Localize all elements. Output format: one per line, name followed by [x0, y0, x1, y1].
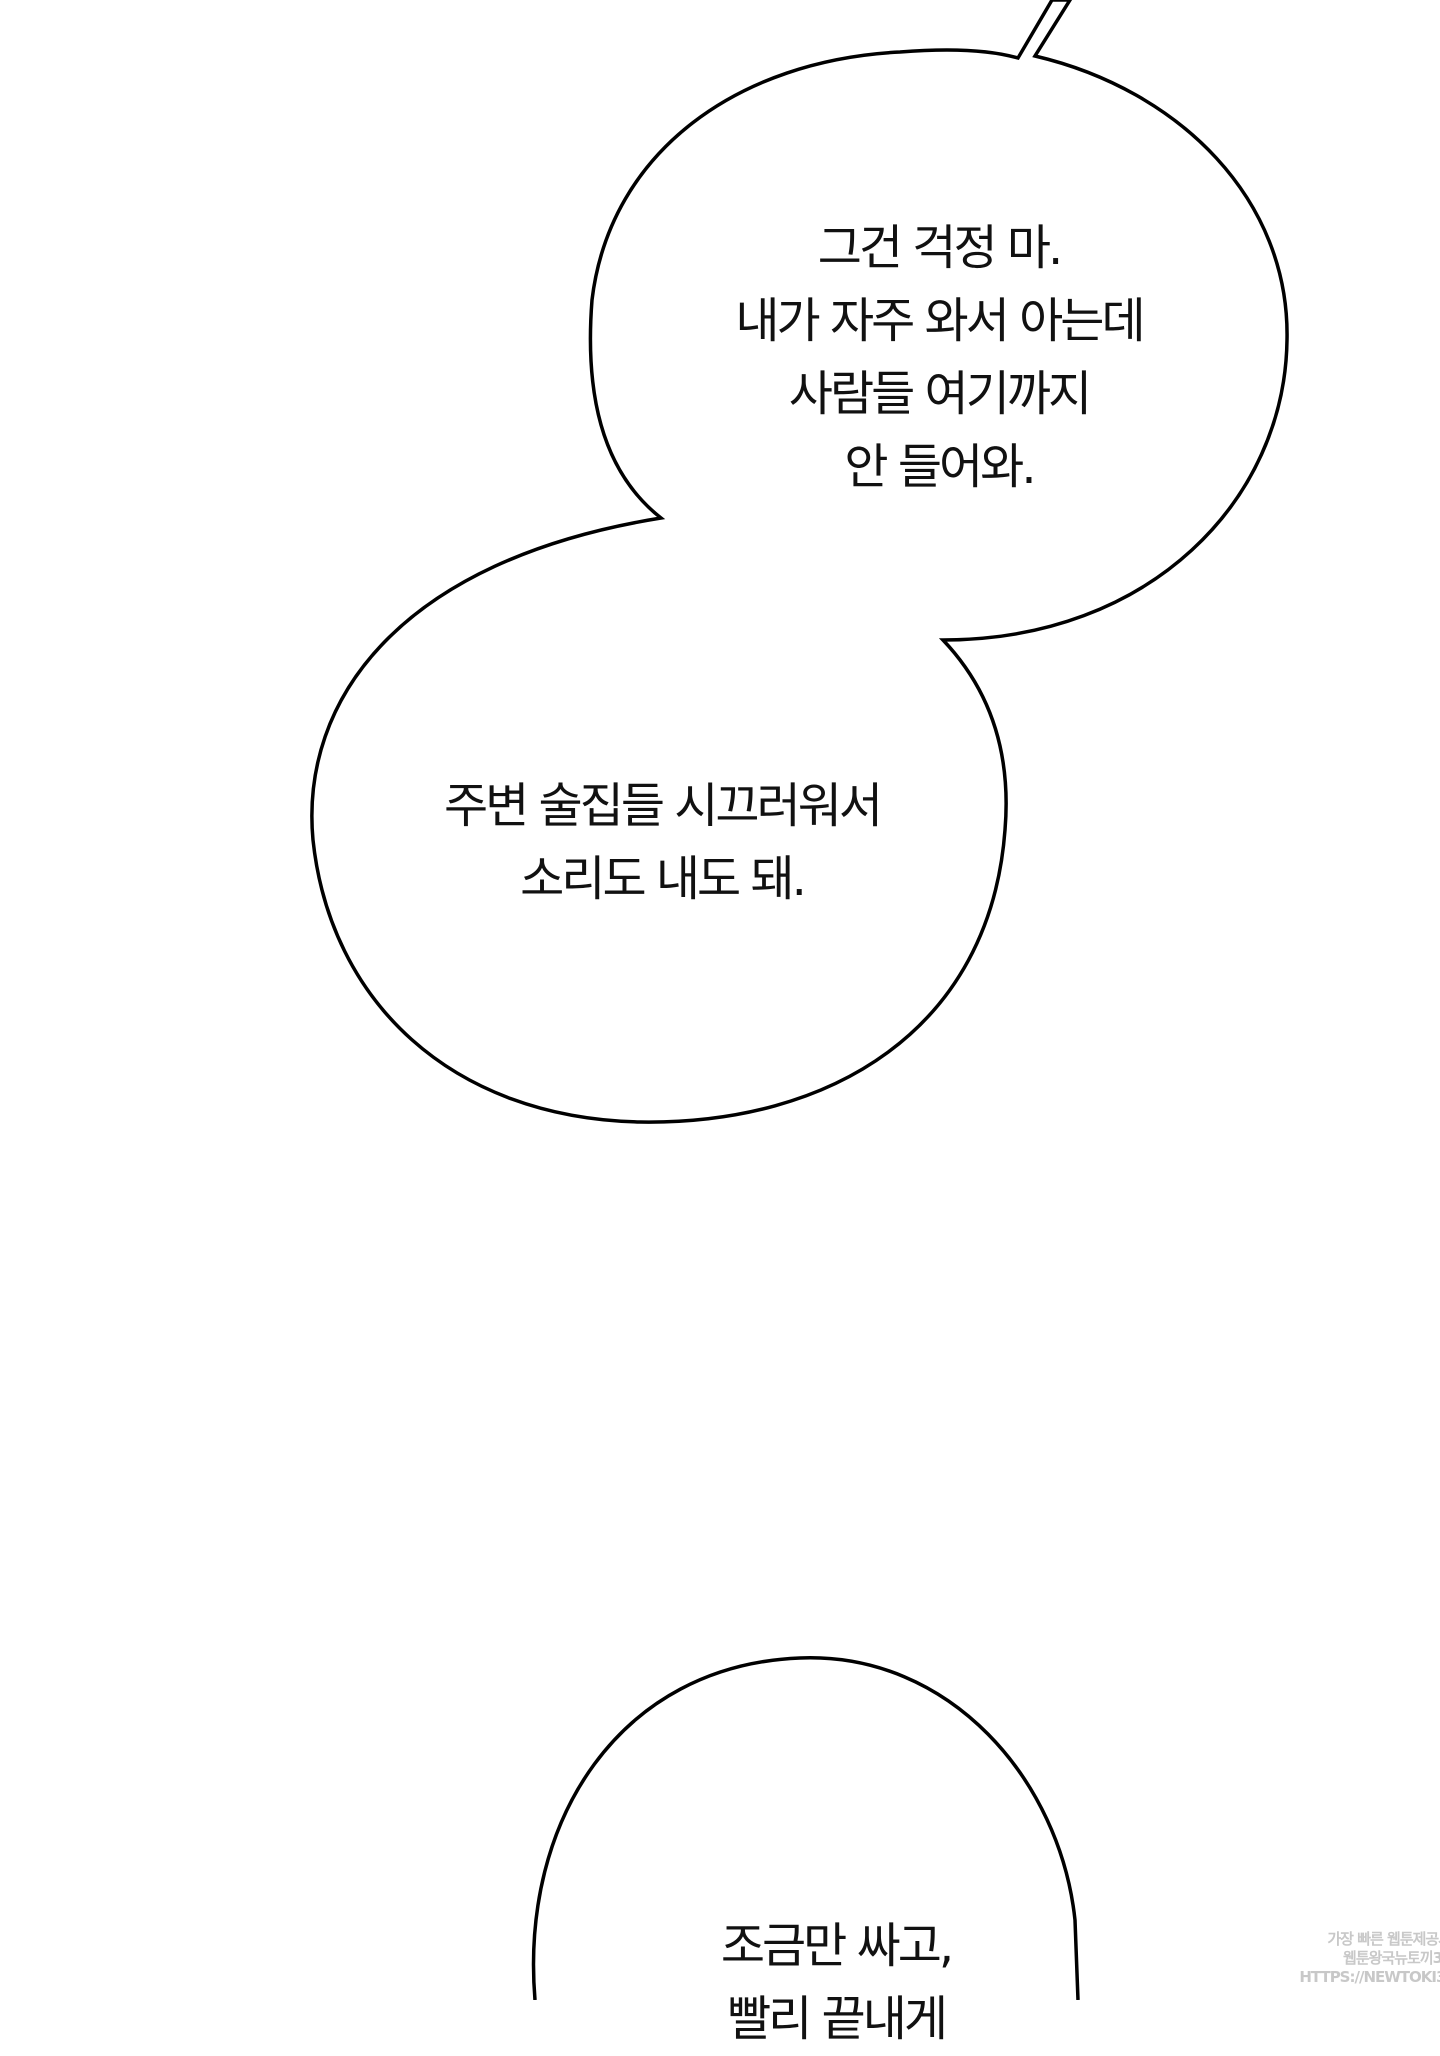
watermark-line: 가장 빠른 웹툰제공사이트	[1327, 1930, 1440, 1948]
dialogue-bottom: 조금만 싸고, 빨리 끝내게	[720, 1910, 954, 2056]
speech-bubble-bottom	[531, 1656, 1080, 2000]
speech-bubble-top	[310, 0, 1289, 1124]
watermark-line: HTTPS://NEWTOKI319.COM	[1299, 1968, 1440, 1986]
dialogue-line: 주변 술집들 시끄러워서	[443, 778, 883, 834]
dialogue-line: 그건 걱정 마.	[817, 220, 1064, 276]
dialogue-line: 안 들어와.	[844, 439, 1036, 495]
dialogue-middle: 주변 술집들 시끄러워서 소리도 내도 돼.	[443, 770, 883, 916]
watermark: 가장 빠른 웹툰제공사이트 웹툰왕국뉴토끼319 HTTPS://NEWTOKI…	[1299, 1930, 1440, 1987]
dialogue-line: 사람들 여기까지	[788, 366, 1092, 422]
dialogue-line: 조금만 싸고,	[720, 1918, 954, 1974]
dialogue-line: 내가 자주 와서 아는데	[735, 293, 1145, 349]
speech-bubbles-art	[310, 0, 1289, 2000]
dialogue-line: 빨리 끝내게	[726, 1991, 948, 2047]
watermark-line: 웹툰왕국뉴토끼319	[1343, 1949, 1440, 1967]
dialogue-top: 그건 걱정 마. 내가 자주 와서 아는데 사람들 여기까지 안 들어와.	[735, 212, 1145, 504]
dialogue-line: 소리도 내도 돼.	[520, 851, 807, 907]
